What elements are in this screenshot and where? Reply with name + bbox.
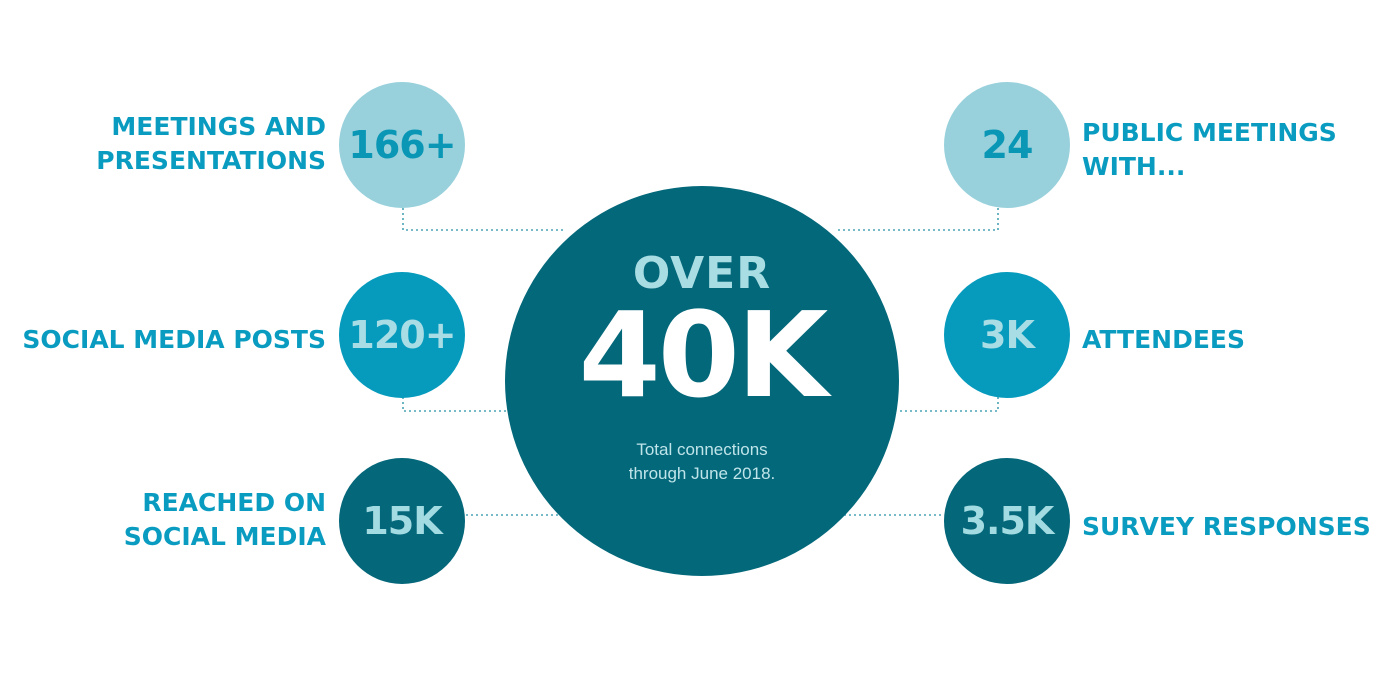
connector-attendees bbox=[898, 397, 999, 412]
connector-meetings bbox=[402, 208, 566, 231]
connector-public-meetings bbox=[836, 208, 999, 231]
total-connections-circle: OVER 40K Total connections through June … bbox=[505, 186, 899, 576]
total-caption-line1: Total connections bbox=[636, 440, 768, 459]
total-caption: Total connections through June 2018. bbox=[575, 438, 829, 486]
total-value: 40K bbox=[578, 286, 829, 424]
total-prefix: OVER bbox=[632, 248, 772, 299]
survey-value: 3.5K bbox=[960, 499, 1055, 543]
meetings-label-line1: MEETINGS AND bbox=[111, 112, 326, 141]
reached-label-line1: REACHED ON bbox=[142, 488, 326, 517]
attendees-value: 3K bbox=[980, 313, 1035, 357]
meetings-value: 166+ bbox=[348, 123, 456, 167]
total-caption-line2: through June 2018. bbox=[628, 464, 776, 483]
social-posts-circle: 120+ bbox=[339, 272, 465, 398]
attendees-label-line1: ATTENDEES bbox=[1082, 325, 1246, 354]
meetings-label-line2: PRESENTATIONS bbox=[96, 146, 326, 175]
public-meetings-label: PUBLIC MEETINGS WITH... bbox=[1082, 116, 1382, 184]
survey-circle: 3.5K bbox=[944, 458, 1070, 584]
meetings-circle: 166+ bbox=[339, 82, 465, 208]
social-posts-value: 120+ bbox=[348, 313, 456, 357]
social-posts-label: SOCIAL MEDIA POSTS bbox=[20, 323, 326, 357]
reached-label-line2: SOCIAL MEDIA bbox=[123, 522, 326, 551]
reached-label: REACHED ON SOCIAL MEDIA bbox=[60, 486, 326, 554]
reached-circle: 15K bbox=[339, 458, 465, 584]
attendees-label: ATTENDEES bbox=[1082, 323, 1382, 357]
meetings-label: MEETINGS AND PRESENTATIONS bbox=[60, 110, 326, 178]
public-meetings-label-line1: PUBLIC MEETINGS bbox=[1082, 118, 1337, 147]
public-meetings-label-line2: WITH... bbox=[1082, 152, 1186, 181]
connector-social-posts bbox=[402, 397, 508, 412]
reached-value: 15K bbox=[362, 499, 442, 543]
public-meetings-value: 24 bbox=[981, 123, 1034, 167]
attendees-circle: 3K bbox=[944, 272, 1070, 398]
survey-label: SURVEY RESPONSES bbox=[1082, 510, 1382, 544]
social-posts-label-line1: SOCIAL MEDIA POSTS bbox=[22, 325, 326, 354]
survey-label-line1: SURVEY RESPONSES bbox=[1082, 512, 1371, 541]
public-meetings-circle: 24 bbox=[944, 82, 1070, 208]
